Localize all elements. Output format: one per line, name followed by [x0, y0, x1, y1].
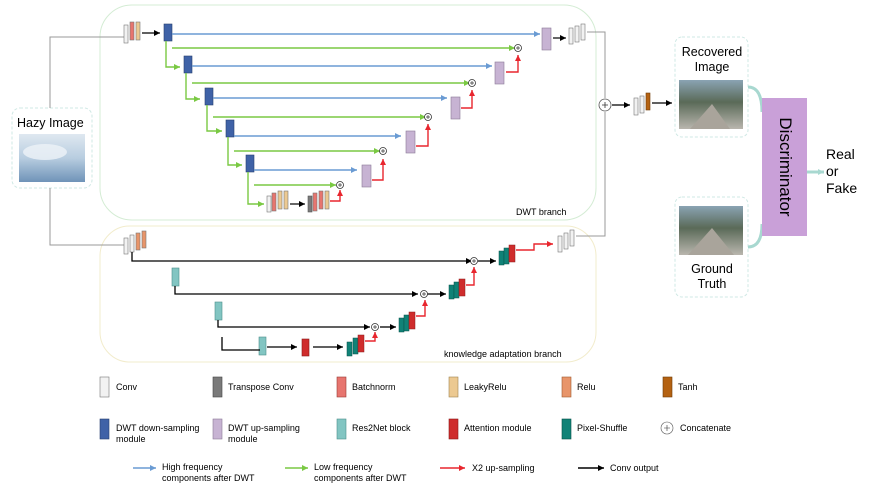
dwt-down-5 — [245, 154, 255, 173]
input-to-knowledge-line — [49, 188, 124, 246]
dwt-input-block — [123, 21, 141, 44]
ka-attention-small — [301, 338, 310, 357]
dwt-concat-plus — [338, 46, 520, 187]
knowledge-branch-label: knowledge adaptation branch — [444, 349, 562, 359]
dwt-bottleneck-right — [307, 190, 330, 213]
hazy-image-label: Hazy Image — [17, 116, 84, 130]
legend-label-transpose-conv: Transpose Conv — [228, 382, 294, 392]
ka-pixelshuffle-attention — [346, 244, 516, 357]
input-to-dwt-line — [49, 36, 124, 108]
gt-to-disc — [747, 223, 764, 249]
res2net-blocks — [171, 267, 267, 356]
ka-conv-arrows — [131, 252, 496, 351]
dwt-down-2 — [183, 55, 193, 74]
recovered-path — [690, 104, 730, 129]
high-frequency-arrows — [172, 31, 540, 173]
legend-glyphs — [99, 376, 674, 440]
legend-label-conv: Conv — [116, 382, 138, 392]
dwt-output-conv — [568, 23, 586, 45]
legend-label-pixel-shuffle: Pixel-Shuffle — [577, 423, 628, 433]
verdict-label: Real or Fake — [826, 146, 858, 196]
legend-label-high-frequency: High frequency components after DWT — [162, 462, 255, 483]
discriminator-box: Discriminator — [762, 98, 807, 236]
dwt-branch-label: DWT branch — [516, 207, 567, 217]
ground-truth-path — [688, 228, 734, 255]
recovered-image-label: Recovered Image — [681, 45, 743, 74]
ka-input-block — [123, 230, 147, 255]
dwt-down-3 — [204, 87, 214, 106]
ka-to-concat-line — [576, 112, 606, 237]
ka-upsampling-arrows — [365, 241, 553, 342]
dwt-up-blocks — [361, 27, 552, 188]
dwt-up-3 — [450, 96, 461, 120]
dwt-up-2 — [405, 130, 416, 154]
legend-label-res2net: Res2Net block — [352, 423, 411, 433]
dwt-up-1 — [361, 164, 372, 188]
hazy-cloud — [23, 144, 67, 160]
dwt-down-1 — [163, 23, 173, 42]
dwt-to-concat-line — [587, 31, 606, 98]
legend-label-dwt-down: DWT down-sampling module — [116, 423, 200, 444]
recovered-to-disc — [747, 85, 764, 113]
dwt-down-4 — [225, 119, 235, 138]
low-frequency-arrows — [165, 41, 515, 207]
legend-label-attention: Attention module — [464, 423, 532, 433]
ka-concat-plus — [373, 259, 476, 329]
legend-label-leakyrelu: LeakyRelu — [464, 382, 507, 392]
legend-label-batchnorm: Batchnorm — [352, 382, 396, 392]
legend-label-tanh: Tanh — [678, 382, 698, 392]
merge-concat-plus — [602, 102, 608, 108]
legend-label-x2-upsampling: X2 up-sampling — [472, 463, 535, 473]
legend-label-concatenate: Concatenate — [680, 423, 732, 433]
legend-label-relu: Relu — [577, 382, 596, 392]
legend-label-dwt-up: DWT up-sampling module — [228, 423, 300, 444]
dwt-up-4 — [494, 61, 505, 85]
dwt-upsampling-arrows — [330, 55, 521, 202]
final-conv-tanh — [633, 92, 651, 116]
discriminator-label: Discriminator — [775, 117, 795, 217]
knowledge-branch-box — [99, 225, 597, 363]
dwt-up-5 — [541, 27, 552, 51]
dwt-branch-box — [99, 4, 597, 221]
legend-label-low-frequency: Low frequency components after DWT — [314, 462, 407, 483]
legend-label-conv-output: Conv output — [610, 463, 659, 473]
dwt-down-blocks — [163, 23, 255, 173]
ground-truth-label: Ground Truth — [691, 262, 733, 291]
dwt-bottleneck-left — [266, 190, 289, 213]
ka-output-conv — [557, 229, 575, 253]
hazy-image-box — [11, 107, 93, 189]
